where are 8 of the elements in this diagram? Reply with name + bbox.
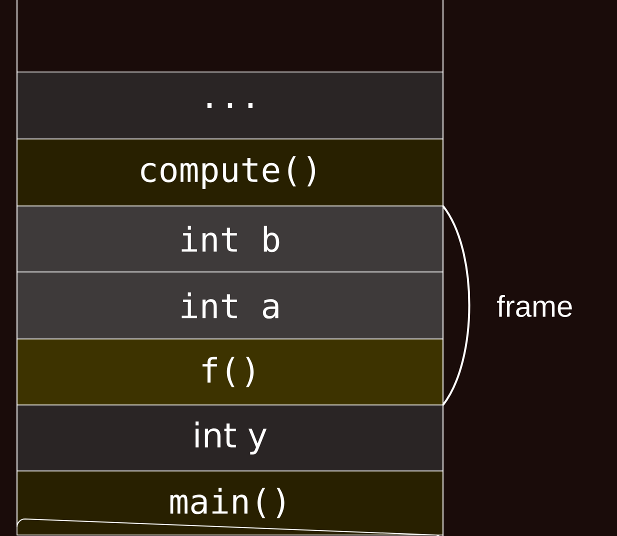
stack-frame-row: compute() [16,138,444,206]
stack-frame-row: int b [16,206,444,272]
stack-frame-row: int y [16,404,444,472]
stack-frame-row: f() [16,338,444,406]
stack-frame-row: main() [16,470,444,536]
bracket-label: frame [496,295,572,317]
stack-frame-row: int a [16,272,444,340]
stack-frame-row: ... [16,72,444,140]
